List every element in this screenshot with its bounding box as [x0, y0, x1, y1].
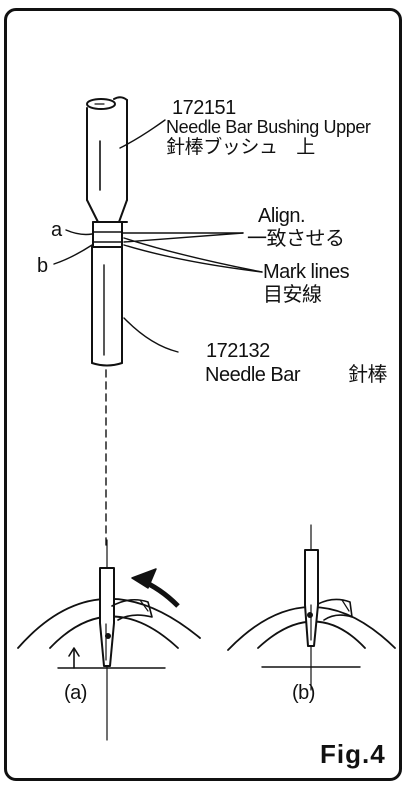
detail-a-drawing [17, 539, 201, 741]
figure-frame [4, 8, 402, 781]
mark-a-label: a [51, 219, 62, 241]
detail-a-caption: (a) [64, 682, 87, 704]
leader-a [65, 229, 93, 236]
needle-bar-name-en: Needle Bar [205, 364, 301, 386]
mark-lines-label-jp: 目安線 [263, 284, 322, 306]
detail-b-drawing [227, 524, 396, 691]
needle-bar-name-jp: 針棒 [348, 364, 388, 386]
needle-bar [91, 221, 128, 367]
leader-b [53, 244, 93, 265]
detail-b-caption: (b) [292, 682, 315, 704]
leader-mark-a [123, 237, 263, 273]
leader-needle-bar [123, 317, 179, 353]
leader-upper [119, 119, 166, 149]
needle-bar-bushing-upper [86, 96, 128, 223]
mark-lines-label-en: Mark lines [263, 261, 350, 283]
rotation-arrowhead-icon [131, 568, 157, 589]
align-label-jp: 一致させる [247, 228, 345, 250]
align-label-en: Align. [258, 205, 306, 227]
upper-part-number: 172151 [172, 97, 236, 119]
leader-mark-b [123, 244, 263, 273]
mark-b-label: b [37, 255, 48, 277]
align-line-2 [123, 232, 244, 243]
upper-part-name-jp: 針棒ブッシュ 上 [166, 137, 315, 158]
needle-bar-part-number: 172132 [206, 340, 270, 362]
figure-label: Fig.4 [320, 739, 386, 769]
upper-part-name-en: Needle Bar Bushing Upper [166, 117, 371, 137]
